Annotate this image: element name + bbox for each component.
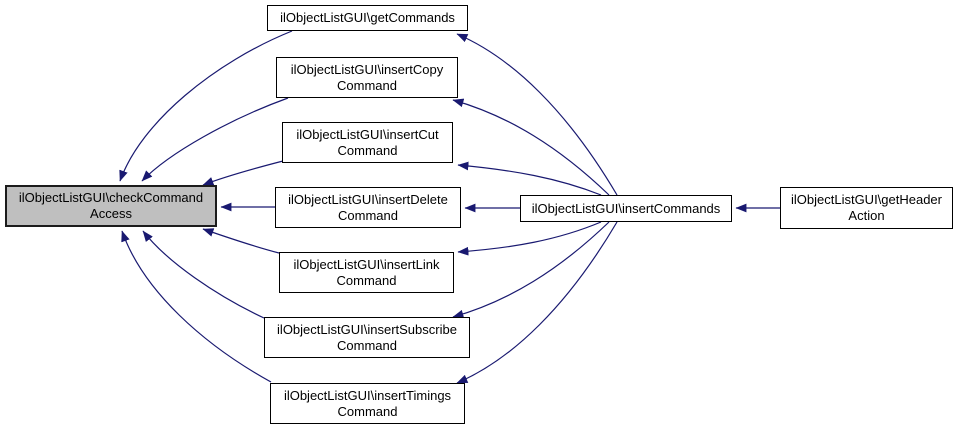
edge-insert-commands-to-get-commands: [456, 33, 618, 196]
node-label-line: ilObjectListGUI\getCommands: [280, 10, 455, 25]
node-label-line: Action: [848, 208, 885, 223]
node-label-line: ilObjectListGUI\insertSubscribe: [277, 321, 457, 337]
node-label-line: ilObjectListGUI\insertLink: [293, 256, 440, 272]
node-insert-commands[interactable]: ilObjectListGUI\insertCommands: [520, 195, 732, 222]
node-label-line: Command: [337, 337, 397, 353]
edge-insert-commands-to-insert-subscribe-command: [452, 221, 610, 319]
node-label-line: Command: [336, 272, 397, 288]
node-label-line: ilObjectListGUI\insertCommands: [531, 200, 721, 216]
node-label-line: Command: [337, 403, 398, 419]
node-get-commands[interactable]: ilObjectListGUI\getCommands: [267, 5, 468, 31]
edge-insert-subscribe-command-to-check-command-access: [142, 230, 265, 319]
node-label-line: Access: [90, 206, 132, 221]
node-label-line: ilObjectListGUI\insertCut: [296, 126, 439, 142]
node-label-line: ilObjectListGUI\getHeader: [790, 192, 942, 207]
edge-insert-commands-to-insert-link-command: [457, 221, 602, 256]
node-label-line: ilObjectListGUI\checkCommand: [18, 190, 204, 205]
node-label-line: Command: [337, 77, 397, 93]
edge-get-commands-to-check-command-access: [119, 30, 293, 182]
node-label-line: ilObjectListGUI\insertDelete: [288, 191, 448, 207]
edge-insert-copy-command-to-check-command-access: [141, 97, 289, 182]
node-label-line: Command: [337, 142, 398, 158]
edge-insert-commands-to-insert-cut-command: [457, 161, 602, 196]
edge-insert-commands-to-insert-timings-command: [456, 221, 618, 384]
edge-insert-timings-command-to-check-command-access: [121, 230, 272, 383]
node-label-line: Command: [338, 207, 398, 223]
edge-insert-commands-to-insert-copy-command: [452, 98, 610, 196]
edge-insert-link-command-to-check-command-access: [202, 228, 280, 254]
edge-insert-cut-command-to-check-command-access: [202, 160, 284, 186]
node-label-line: ilObjectListGUI\insertTimings: [283, 387, 452, 403]
node-label-line: ilObjectListGUI\insertCopy: [290, 61, 444, 77]
